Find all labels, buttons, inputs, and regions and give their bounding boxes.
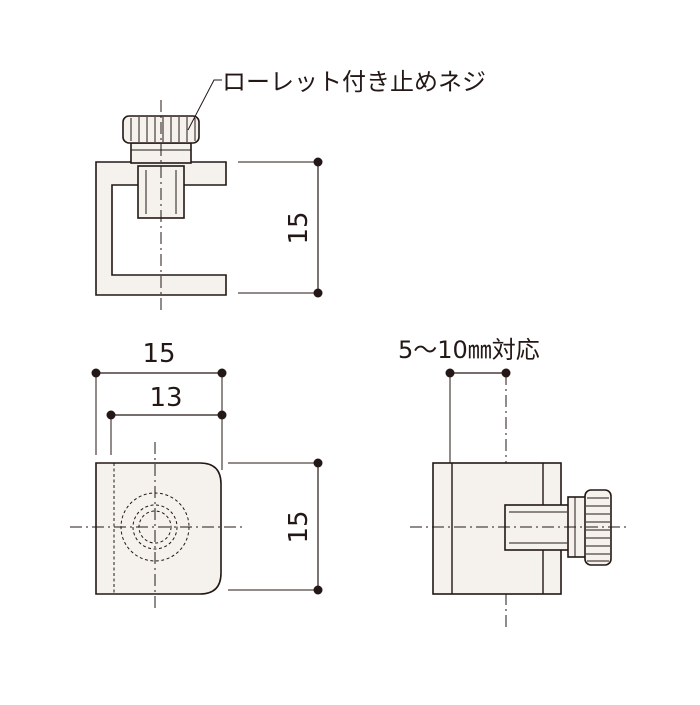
dim-dot [313, 458, 323, 468]
dim-dot [313, 157, 323, 167]
bracket-c-profile [95, 161, 227, 296]
knurl-lines [130, 117, 196, 142]
side-knurl-lines [586, 497, 610, 562]
top-view: ローレット付き止めネジ 15 [95, 68, 486, 310]
front-width-dim-label: 15 [142, 339, 175, 369]
callout-leader [187, 79, 222, 131]
front-body [95, 462, 222, 595]
dim-dot [313, 288, 323, 298]
hidden-hole-inner [132, 504, 178, 550]
dim-dot [313, 585, 323, 595]
top-height-dim-label: 15 [284, 211, 314, 244]
front-view: 15 13 15 [70, 339, 323, 612]
dim-dot [91, 368, 101, 378]
callout-label: ローレット付き止めネジ [222, 68, 486, 96]
side-view: 5～10㎜対応 [398, 336, 630, 630]
opening-range-label: 5～10㎜対応 [398, 336, 540, 364]
front-inner-width-dim-label: 13 [149, 383, 182, 413]
dim-dot [217, 410, 227, 420]
front-height-dim-label: 15 [284, 510, 314, 543]
dim-dot [106, 410, 116, 420]
dim-dot [217, 368, 227, 378]
